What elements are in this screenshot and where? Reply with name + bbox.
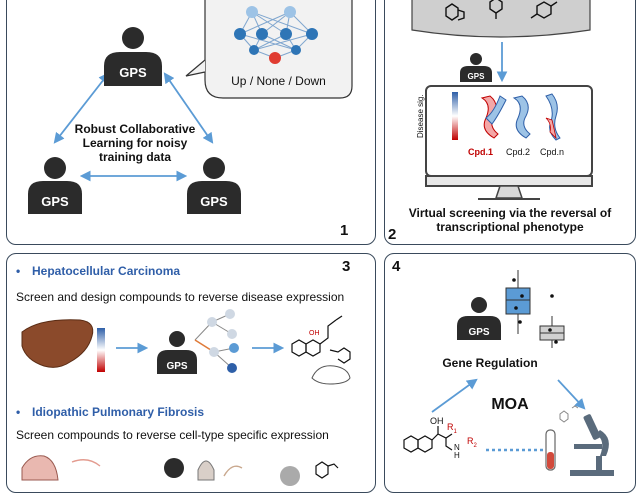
screening-caption-1: Virtual screening via the reversal of — [408, 206, 612, 220]
r1-label: R1 — [447, 422, 457, 435]
molecule-icon — [403, 426, 453, 453]
collaboration-arrows — [53, 72, 214, 182]
gps-label: GPS — [200, 194, 228, 209]
monitor-screen — [425, 85, 593, 200]
moa-label: MOA — [491, 396, 529, 413]
method-line-3: training data — [98, 150, 171, 164]
gps-person-icon: GPS — [457, 297, 501, 340]
hcc-pipeline — [21, 309, 351, 385]
panel-number: 2 — [388, 226, 397, 243]
gps-person-icon: GPS — [157, 331, 197, 374]
microscope-icon — [570, 414, 614, 476]
panel-number: 1 — [340, 222, 349, 239]
compound-label-1: Cpd.1 — [468, 147, 494, 157]
gps-label: GPS — [166, 361, 187, 372]
panel-number: 3 — [342, 258, 351, 275]
gps-label: GPS — [119, 65, 147, 80]
neural-network-bubble — [185, 0, 353, 99]
gps-person-icon: GPS — [460, 53, 492, 82]
compound-structure — [403, 426, 453, 453]
bullet: • — [16, 405, 21, 419]
molecule-icon — [445, 0, 558, 21]
compound-label-n: Cpd.n — [540, 147, 565, 157]
oh-label: OH — [309, 330, 320, 337]
compound-library — [411, 0, 591, 83]
gps-label: GPS — [468, 72, 486, 81]
liver-icon — [21, 319, 94, 368]
gps-person-icon: GPS — [104, 27, 162, 86]
disease-title-hcc: Hepatocellular Carcinoma — [32, 264, 181, 278]
cell-icon — [197, 460, 215, 481]
mouse-icon — [311, 365, 351, 385]
method-line-1: Robust Collaborative — [74, 122, 196, 136]
gps-label: GPS — [468, 327, 489, 338]
molecule-icon — [315, 461, 339, 479]
compound-label-2: Cpd.2 — [506, 147, 531, 157]
disease-title-ipf: Idiopathic Pulmonary Fibrosis — [32, 405, 205, 419]
test-tube-icon — [545, 429, 556, 471]
ipf-description: Screen compounds to reverse cell-type sp… — [16, 428, 329, 442]
lung-icon — [21, 455, 59, 481]
molecule-icon — [291, 315, 351, 364]
r2-label: R2 — [467, 436, 477, 449]
gps-person-icon: GPS — [187, 157, 241, 214]
output-classes-label: Up / None / Down — [231, 74, 326, 88]
screening-caption-2: transcriptional phenotype — [436, 220, 584, 234]
oh-label: OH — [430, 416, 444, 426]
lab-equipment — [545, 405, 614, 476]
method-line-2: Learning for noisy — [82, 136, 188, 150]
gps-label: GPS — [41, 194, 69, 209]
gene-regulation-label: Gene Regulation — [442, 356, 538, 370]
gps-person-icon: GPS — [28, 157, 82, 214]
bullet: • — [16, 264, 21, 278]
moa-arrows — [431, 378, 586, 452]
hcc-description: Screen and design compounds to reverse d… — [16, 290, 345, 304]
panel-number: 4 — [392, 258, 401, 275]
gene-regulation-boxplot — [505, 270, 565, 348]
